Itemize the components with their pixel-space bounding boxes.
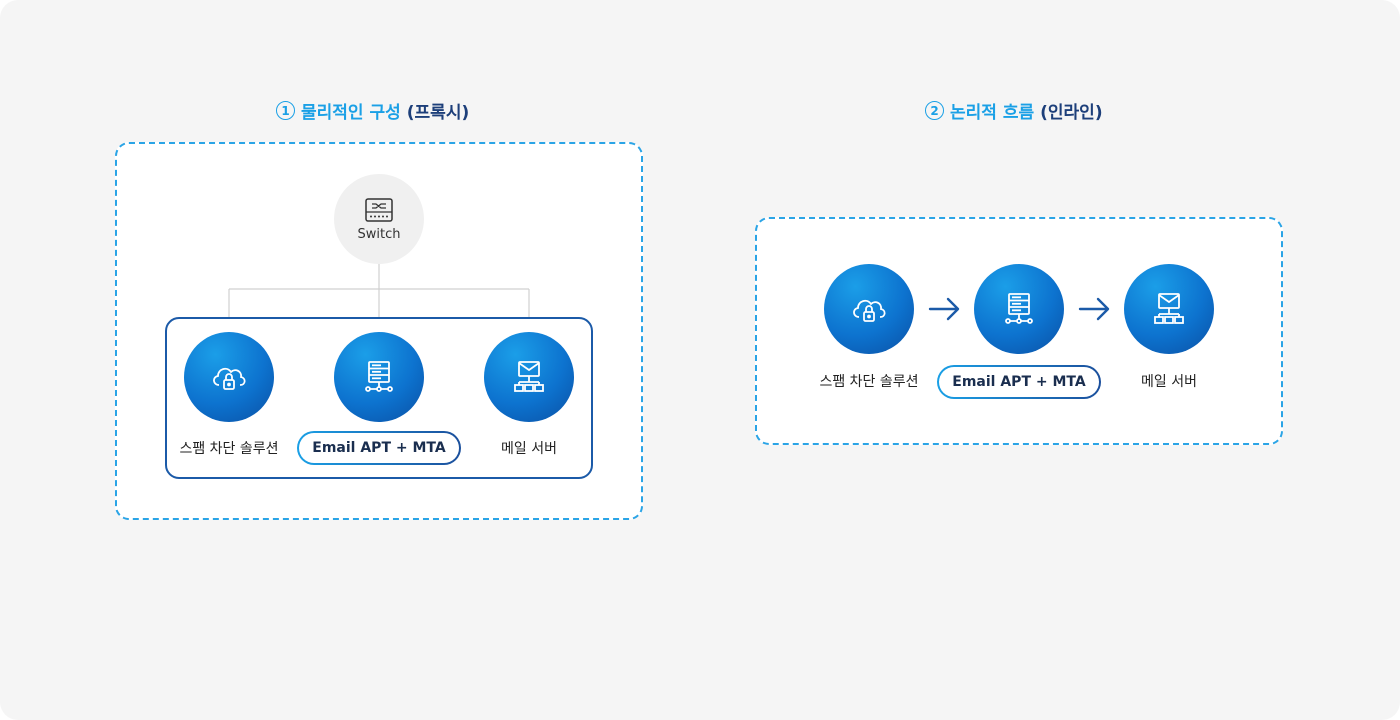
section1-heading: 1 물리적인 구성 (프록시) xyxy=(276,98,469,123)
s2-spam-node xyxy=(824,264,914,354)
s2-apt-pill: Email APT + MTA xyxy=(937,365,1101,399)
server-icon xyxy=(365,361,393,392)
arrow-right-icon xyxy=(1078,297,1110,321)
s2-apt-node xyxy=(974,264,1064,354)
s1-mail-label: 메일 서버 xyxy=(501,441,557,457)
arrow-right-icon xyxy=(928,297,960,321)
mail-network-icon xyxy=(1154,293,1184,324)
cloud-lock-icon xyxy=(853,299,886,322)
section2-number: 2 xyxy=(925,101,944,120)
s2-spam-label: 스팸 차단 솔루션 xyxy=(819,374,919,390)
cloud-lock-icon xyxy=(213,367,246,390)
s1-mail-node xyxy=(484,332,574,422)
switch-node: Switch xyxy=(334,174,424,264)
section2-title: 논리적 흐름 xyxy=(950,103,1035,123)
switch-label: Switch xyxy=(357,226,401,242)
section2-title-paren: (인라인) xyxy=(1040,103,1103,123)
mail-network-icon xyxy=(514,361,544,392)
server-icon xyxy=(1005,293,1033,324)
section2-heading: 2 논리적 흐름 (인라인) xyxy=(925,98,1103,123)
s1-apt-node xyxy=(334,332,424,422)
section1-title-paren: (프록시) xyxy=(406,103,470,123)
s1-spam-label: 스팸 차단 솔루션 xyxy=(179,441,279,457)
switch-icon xyxy=(365,197,393,222)
s2-mail-node xyxy=(1124,264,1214,354)
section1-number: 1 xyxy=(276,101,295,120)
s1-apt-pill: Email APT + MTA xyxy=(297,431,461,465)
s2-mail-label: 메일 서버 xyxy=(1141,374,1197,390)
s1-spam-node xyxy=(184,332,274,422)
section1-title: 물리적인 구성 xyxy=(301,103,401,123)
